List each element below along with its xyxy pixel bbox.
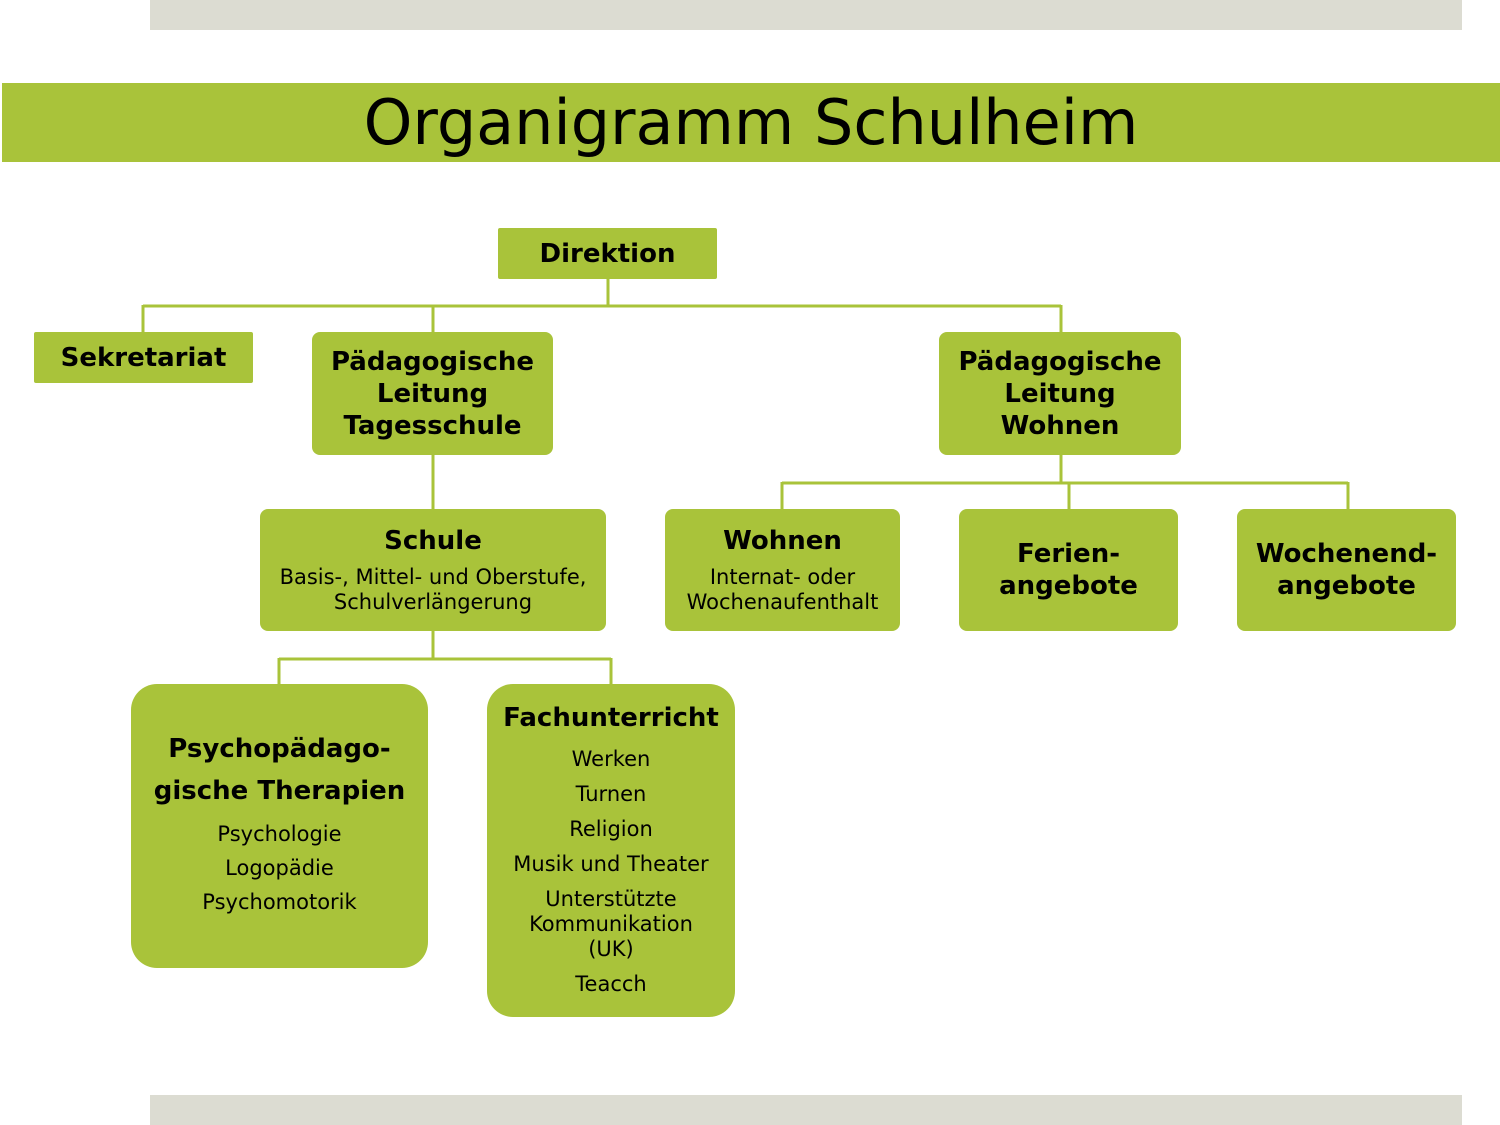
page-title: Organigramm Schulheim <box>363 86 1139 159</box>
node-title-line: gische Therapien <box>153 776 406 806</box>
node-item: Teacch <box>575 972 647 996</box>
node-title-line: Wochenend- <box>1255 539 1438 569</box>
node-schule-title: Schule <box>384 526 482 556</box>
node-sekretariat: Sekretariat <box>34 332 253 383</box>
node-psychopaedagogische-therapien: Psychopädago- gische Therapien Psycholog… <box>131 684 428 968</box>
node-detail-line: Basis-, Mittel- und Oberstufe, <box>279 565 587 589</box>
node-title-line: Psychopädago- <box>168 734 391 764</box>
node-detail-line: Wochenaufenthalt <box>686 590 879 614</box>
node-item: Religion <box>569 817 653 841</box>
node-title-line: Leitung <box>376 378 489 409</box>
node-wochenendangebote: Wochenend- angebote <box>1237 509 1456 631</box>
node-title-line: Ferien- <box>1016 539 1120 569</box>
node-fachunterricht-title: Fachunterricht <box>503 703 719 733</box>
node-title-line: angebote <box>999 571 1138 601</box>
node-detail-line: Internat- oder <box>709 565 856 589</box>
node-paed-leitung-wohnen: Pädagogische Leitung Wohnen <box>939 332 1181 455</box>
title-bar: Organigramm Schulheim <box>2 83 1500 162</box>
node-direktion-title: Direktion <box>539 238 676 269</box>
node-item: Psychomotorik <box>202 890 357 914</box>
node-schule: Schule Basis-, Mittel- und Oberstufe, Sc… <box>260 509 606 631</box>
node-title-line: Pädagogische <box>958 346 1162 377</box>
node-paed-leitung-tagesschule: Pädagogische Leitung Tagesschule <box>312 332 553 455</box>
bottom-decor-band <box>150 1095 1462 1125</box>
node-ferienangebote: Ferien- angebote <box>959 509 1178 631</box>
node-item: Werken <box>571 747 651 771</box>
node-wohnen-title: Wohnen <box>723 526 842 556</box>
node-title-line: Wohnen <box>1000 410 1120 441</box>
node-title-line: Leitung <box>1004 378 1116 409</box>
top-decor-band <box>150 0 1462 30</box>
node-item: Psychologie <box>217 822 342 846</box>
node-direktion: Direktion <box>498 228 717 279</box>
node-item: Unterstützte Kommunikation (UK) <box>529 887 693 961</box>
node-wohnen: Wohnen Internat- oder Wochenaufenthalt <box>665 509 900 631</box>
node-detail-line: Schulverlängerung <box>333 590 533 614</box>
node-title-line: Tagesschule <box>343 410 522 441</box>
node-item: Turnen <box>575 782 647 806</box>
node-sekretariat-title: Sekretariat <box>60 342 227 373</box>
node-fachunterricht: Fachunterricht Werken Turnen Religion Mu… <box>487 684 735 1017</box>
node-item: Musik und Theater <box>513 852 709 876</box>
node-item: Logopädie <box>225 856 334 880</box>
node-title-line: Pädagogische <box>330 346 535 377</box>
node-title-line: angebote <box>1277 571 1416 601</box>
